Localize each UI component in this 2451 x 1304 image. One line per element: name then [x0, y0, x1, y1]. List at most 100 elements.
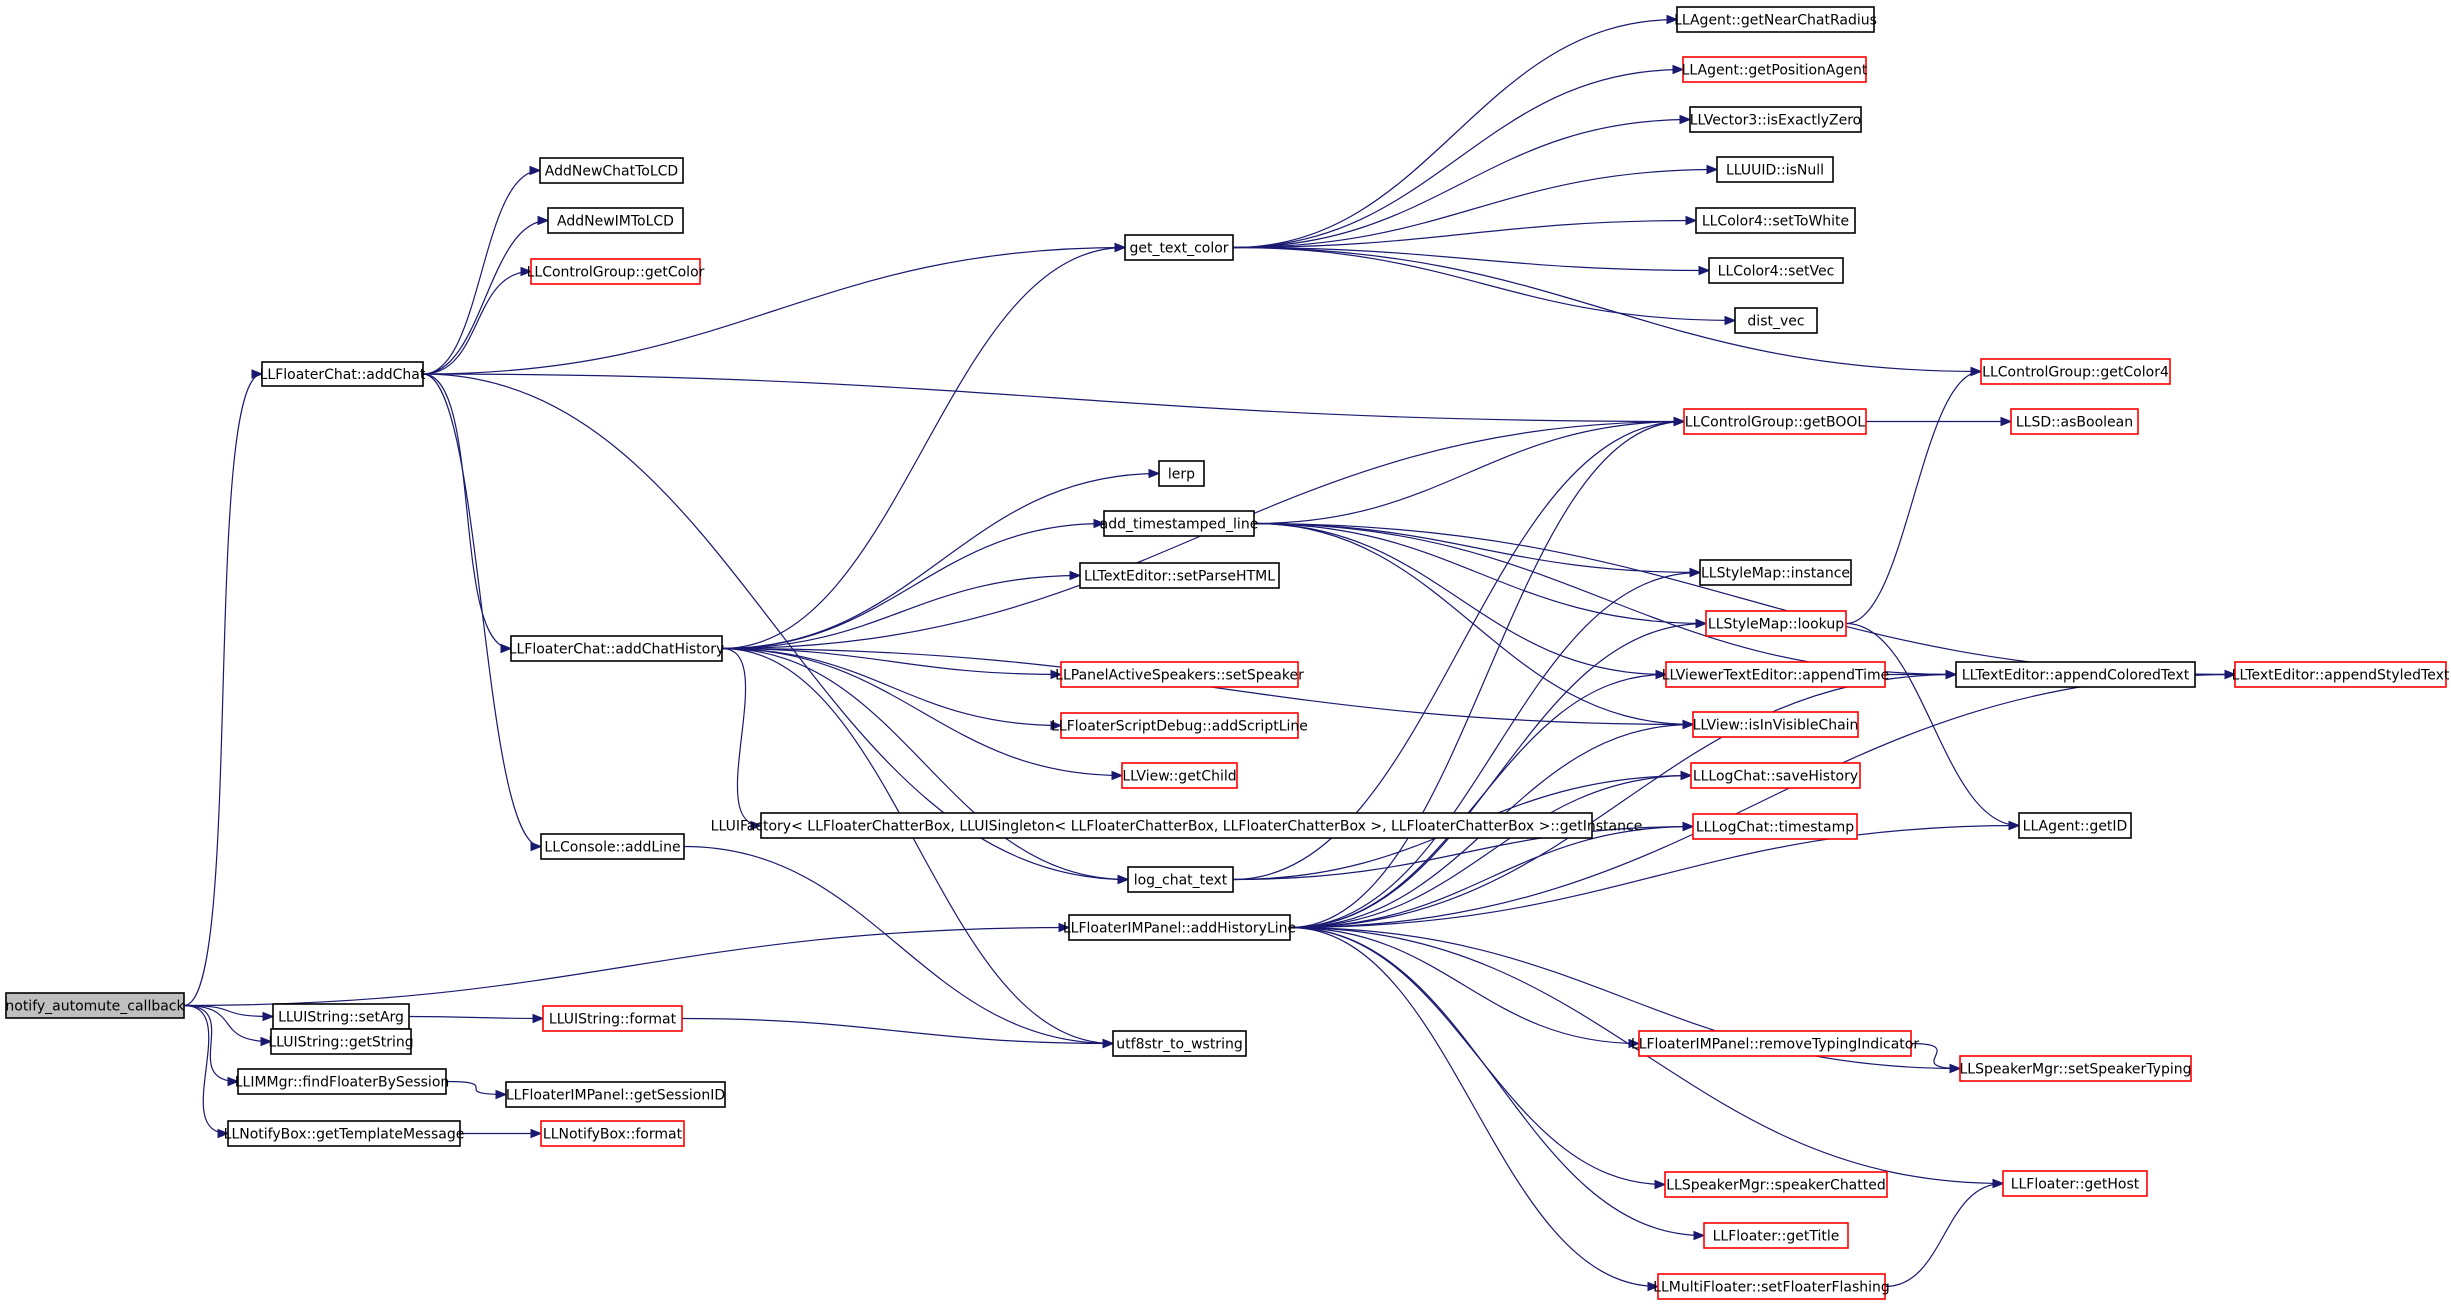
function-node--add-new-chat-to-l-c-d[interactable]: AddNewChatToLCD [539, 157, 684, 184]
call-edge [1232, 416, 1686, 881]
function-label: LLStyleMap::lookup [1708, 617, 1844, 633]
function-node-get-template-message[interactable]: LLNotifyBox::getTemplateMessage [224, 1120, 465, 1147]
call-edge [721, 647, 1130, 885]
call-edge [183, 922, 1071, 1007]
function-node-set-arg[interactable]: LLUIString::setArg [272, 1003, 410, 1030]
function-node-set-floater-flashing[interactable]: LLMultiFloater::setFloaterFlashing [1653, 1273, 1890, 1300]
function-label: LLViewerTextEditor::appendTime [1662, 668, 1890, 684]
function-node-add-chat-history[interactable]: LLFloaterChat::addChatHistory [509, 635, 725, 662]
call-edge [183, 369, 264, 1007]
function-node-get-child[interactable]: LLView::getChild [1121, 762, 1238, 789]
function-node-get-near-chat-radius[interactable]: LLAgent::getNearChatRadius [1674, 6, 1877, 33]
call-edge [1289, 820, 2021, 929]
function-label: notify_automute_callback [5, 999, 185, 1015]
function-label: LLControlGroup::getColor4 [1982, 365, 2169, 381]
function-label: LLColor4::setVec [1718, 264, 1835, 280]
function-node-get-title[interactable]: LLFloater::getTitle [1703, 1222, 1849, 1249]
function-node-ui-format[interactable]: LLUIString::format [542, 1005, 683, 1032]
function-label: LLTextEditor::appendColoredText [1962, 668, 2190, 684]
function-node-log-chat-text[interactable]: log_chat_text [1127, 866, 1234, 893]
call-edge [422, 242, 1127, 375]
call-edge [445, 1080, 508, 1100]
function-node-set-to-white[interactable]: LLColor4::setToWhite [1695, 207, 1856, 234]
function-node-lerp[interactable]: lerp [1158, 460, 1205, 487]
call-edge [422, 373, 513, 654]
function-node-set-speaker[interactable]: LLPanelActiveSpeakers::setSpeaker [1055, 661, 1304, 688]
function-label: LLFloater::getTitle [1713, 1229, 1840, 1245]
function-node-is-in-visible-chain[interactable]: LLView::isInVisibleChain [1692, 711, 1859, 738]
function-node-set-parse-h-t-m-l[interactable]: LLTextEditor::setParseHTML [1079, 562, 1280, 589]
function-node-add-history-line[interactable]: LLFloaterIMPanel::addHistoryLine [1063, 914, 1296, 941]
function-label: LLAgent::getPositionAgent [1682, 63, 1868, 79]
call-edge [1232, 246, 1737, 326]
function-label: LLControlGroup::getBOOL [1685, 415, 1866, 431]
call-edge [721, 647, 1063, 680]
function-node-get-instance[interactable]: LLUIFactory< LLFloaterChatterBox, LLUISi… [711, 812, 1643, 839]
function-node-append-styled-text[interactable]: LLTextEditor::appendStyledText [2232, 661, 2450, 688]
call-edge [422, 373, 543, 852]
call-edge [1289, 926, 1660, 1292]
call-edge [1884, 1178, 2005, 1288]
function-node-get-position-agent[interactable]: LLAgent::getPositionAgent [1682, 56, 1868, 83]
function-label: LLSpeakerMgr::setSpeakerTyping [1960, 1062, 2192, 1078]
function-label: LLPanelActiveSpeakers::setSpeaker [1055, 668, 1304, 684]
function-node-speaker-chatted[interactable]: LLSpeakerMgr::speakerChatted [1664, 1171, 1888, 1198]
function-label: LLMultiFloater::setFloaterFlashing [1653, 1280, 1890, 1296]
function-node-style-lookup[interactable]: LLStyleMap::lookup [1705, 610, 1847, 637]
function-node-set-vec[interactable]: LLColor4::setVec [1708, 257, 1844, 284]
function-node-find-floater[interactable]: LLIMMgr::findFloaterBySession [235, 1068, 450, 1095]
function-node-get-text-color[interactable]: get_text_color [1124, 234, 1234, 261]
function-label: LLFloaterIMPanel::removeTypingIndicator [1631, 1037, 1919, 1053]
call-edge [721, 570, 1082, 650]
function-node-get-color[interactable]: LLControlGroup::getColor [527, 258, 705, 285]
function-node--add-new-i-m-to-l-c-d[interactable]: AddNewIMToLCD [547, 207, 684, 234]
function-node-is-exactly-zero[interactable]: LLVector3::isExactlyZero [1689, 106, 1862, 133]
function-node-get-session-i-d[interactable]: LLFloaterIMPanel::getSessionID [505, 1081, 726, 1108]
function-node-get-color4[interactable]: LLControlGroup::getColor4 [1980, 358, 2171, 385]
function-label: LLUUID::isNull [1726, 163, 1824, 179]
function-node-remove-typing[interactable]: LLFloaterIMPanel::removeTypingIndicator [1631, 1030, 1919, 1057]
function-node-get-host[interactable]: LLFloater::getHost [2002, 1170, 2148, 1197]
call-edge [681, 1017, 1115, 1049]
function-node-notify[interactable]: notify_automute_callback [5, 992, 186, 1019]
function-node-set-speaker-typing[interactable]: LLSpeakerMgr::setSpeakerTyping [1959, 1055, 2192, 1082]
function-node-style-instance[interactable]: LLStyleMap::instance [1699, 559, 1852, 586]
function-node-save-history[interactable]: LLLogChat::saveHistory [1690, 762, 1861, 789]
function-node-is-null[interactable]: LLUUID::isNull [1716, 156, 1834, 183]
function-nodes: notify_automute_callback LLFloaterChat::a… [5, 6, 2450, 1300]
function-node-utf8str[interactable]: utf8str_to_wstring [1112, 1030, 1247, 1057]
call-edge [1232, 215, 1698, 249]
function-node-get-b-o-o-l[interactable]: LLControlGroup::getBOOL [1683, 408, 1867, 435]
function-node-dist-vec[interactable]: dist_vec [1734, 307, 1818, 334]
function-node-notify-format[interactable]: LLNotifyBox::format [540, 1120, 685, 1147]
call-edges [183, 14, 2237, 1292]
function-node-agent-get-i-d[interactable]: LLAgent::getID [2018, 812, 2132, 839]
call-edge [422, 373, 1130, 885]
function-node-as-boolean[interactable]: LLSD::asBoolean [2010, 408, 2139, 435]
function-node-append-time[interactable]: LLViewerTextEditor::appendTime [1662, 661, 1890, 688]
function-node-get-string[interactable]: LLUIString::getString [268, 1028, 414, 1055]
function-node-append-colored-text[interactable]: LLTextEditor::appendColoredText [1955, 661, 2196, 688]
call-edge [1253, 416, 1686, 525]
call-edge [1289, 770, 1693, 929]
function-label: LLUIString::format [549, 1012, 677, 1028]
function-label: utf8str_to_wstring [1116, 1037, 1242, 1053]
function-node-console-add-line[interactable]: LLConsole::addLine [540, 833, 685, 860]
call-edge [183, 1004, 240, 1087]
function-node-add-script-line[interactable]: LLFloaterScriptDebug::addScriptLine [1051, 712, 1308, 739]
function-label: LLSD::asBoolean [2016, 415, 2133, 431]
call-edge [1253, 522, 1958, 680]
function-label: lerp [1168, 467, 1195, 483]
function-node-timestamp[interactable]: LLLogChat::timestamp [1692, 813, 1858, 840]
function-label: LLUIString::setArg [278, 1010, 404, 1026]
call-edge [1289, 926, 1706, 1241]
function-node-add-timestamped-line[interactable]: add_timestamped_line [1100, 510, 1259, 537]
call-edge [1289, 618, 1708, 929]
call-edge [1232, 114, 1692, 249]
call-edge [1253, 522, 2237, 680]
function-label: LLAgent::getNearChatRadius [1674, 13, 1877, 29]
call-edge [1253, 522, 1695, 730]
function-node-add-chat[interactable]: LLFloaterChat::addChat [260, 361, 426, 387]
call-edge [422, 266, 533, 375]
